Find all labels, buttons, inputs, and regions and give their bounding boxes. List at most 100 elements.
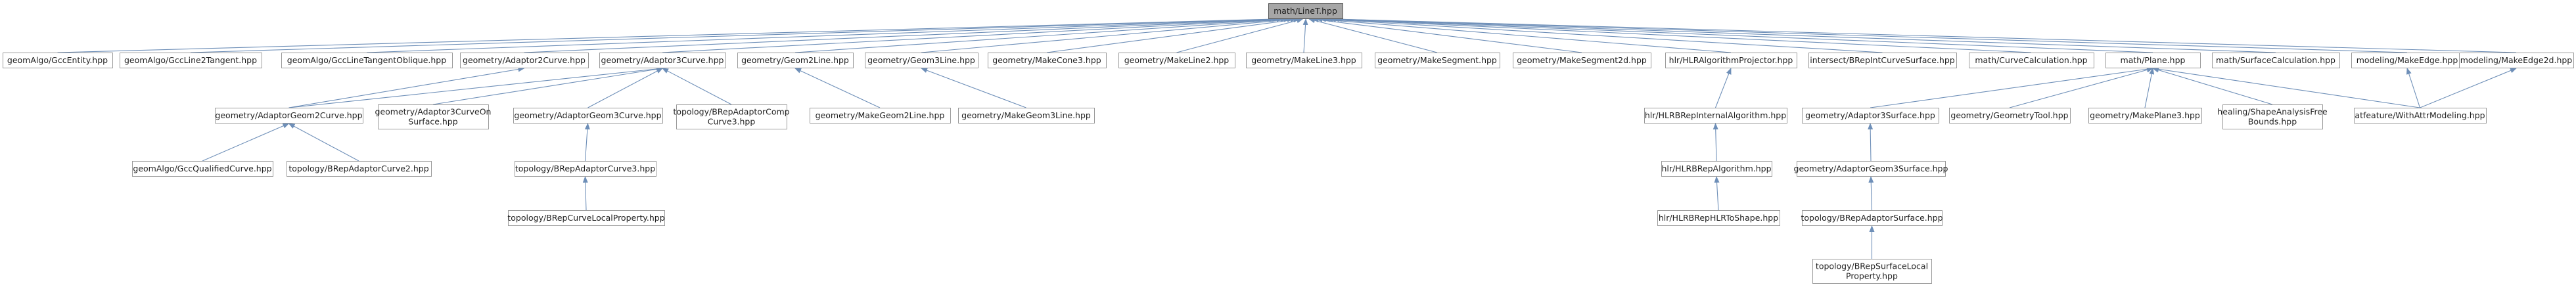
node-adaptor3surface[interactable]: geometry/Adaptor3Surface.hpp bbox=[1802, 108, 1939, 123]
edge-geometrytool-to-plane bbox=[2009, 67, 2153, 108]
node-curvecalculation[interactable]: math/CurveCalculation.hpp bbox=[1969, 53, 2094, 68]
node-brepadaptorsurface[interactable]: topology/BRepAdaptorSurface.hpp bbox=[1801, 210, 1943, 226]
node-label: intersect/BRepIntCurveSurface.hpp bbox=[1810, 55, 1954, 65]
node-makegeom3line[interactable]: geometry/MakeGeom3Line.hpp bbox=[958, 108, 1095, 123]
node-label: Curve3.hpp bbox=[708, 117, 756, 127]
node-adaptorgeom3curve[interactable]: geometry/AdaptorGeom3Curve.hpp bbox=[513, 108, 663, 123]
node-box bbox=[1661, 161, 1772, 177]
edge-makegeom3line-to-geom3line bbox=[921, 68, 1026, 108]
node-label: geometry/Adaptor3CurveOn bbox=[375, 107, 492, 117]
node-box bbox=[120, 53, 262, 68]
edge-adaptor3curve-to-root bbox=[662, 16, 1291, 53]
edge-plane-to-root bbox=[1326, 16, 2153, 53]
edge-adaptorgeom3curve-to-adaptor3curve bbox=[587, 68, 663, 108]
node-brepadaptorcurve2[interactable]: topology/BRepAdaptorCurve2.hpp bbox=[287, 161, 432, 177]
node-adaptor3curve[interactable]: geometry/Adaptor3Curve.hpp bbox=[599, 53, 726, 68]
node-geometrytool[interactable]: geometry/GeometryTool.hpp bbox=[1949, 108, 2071, 123]
node-label: geometry/MakeCone3.hpp bbox=[992, 55, 1101, 65]
edge-brepadaptorcurve3-to-adaptorgeom3curve bbox=[584, 123, 590, 162]
edge-makeedge2d-to-root bbox=[1335, 16, 2517, 53]
edge-adaptor3surface-to-plane bbox=[1870, 66, 2153, 108]
edge-curvecalculation-to-root bbox=[1323, 16, 2032, 53]
edge-breplintcurvesurface-to-root bbox=[1319, 16, 1883, 53]
edge-makeplane3-to-plane bbox=[2144, 68, 2155, 108]
node-label: geometry/MakeSegment2d.hpp bbox=[1517, 55, 1647, 65]
node-label: modeling/MakeEdge2d.hpp bbox=[2460, 55, 2573, 65]
node-box bbox=[1513, 53, 1651, 68]
node-label: geometry/AdaptorGeom3Curve.hpp bbox=[514, 110, 661, 120]
edge-makeedge-to-root bbox=[1332, 16, 2408, 53]
edge-brepadaptorcompcurve3-to-adaptor3curve bbox=[662, 68, 732, 105]
node-surfacecalculation[interactable]: math/SurfaceCalculation.hpp bbox=[2212, 53, 2340, 68]
edge-geom2line-to-root bbox=[794, 16, 1294, 53]
node-makecone3[interactable]: geometry/MakeCone3.hpp bbox=[988, 53, 1107, 68]
node-box bbox=[1949, 108, 2071, 123]
edge-makeline3-to-root bbox=[1302, 18, 1308, 53]
node-makeedge2d[interactable]: modeling/MakeEdge2d.hpp bbox=[2459, 53, 2574, 68]
node-hlralgorithmprojector[interactable]: hlr/HLRAlgorithmProjector.hpp bbox=[1665, 53, 1797, 68]
node-box bbox=[1812, 259, 1932, 284]
node-label: math/CurveCalculation.hpp bbox=[1975, 55, 2087, 65]
node-label: geometry/MakeLine2.hpp bbox=[1124, 55, 1230, 65]
node-box bbox=[215, 108, 363, 123]
node-gccentity[interactable]: geomAlgo/GccEntity.hpp bbox=[3, 53, 113, 68]
node-label: modeling/MakeEdge.hpp bbox=[2357, 55, 2458, 65]
edge-makesegment2d-to-root bbox=[1312, 17, 1582, 53]
edge-gccqualifiedcurve-to-adaptorgeom2curve bbox=[202, 123, 290, 162]
node-adaptorgeom2curve[interactable]: geometry/AdaptorGeom2Curve.hpp bbox=[215, 108, 363, 123]
node-makeedge[interactable]: modeling/MakeEdge.hpp bbox=[2351, 53, 2464, 68]
node-geom2line[interactable]: geometry/Geom2Line.hpp bbox=[737, 53, 854, 68]
node-label: math/LineT.hpp bbox=[1274, 6, 1337, 16]
node-box bbox=[810, 108, 951, 123]
node-withattrmodeling[interactable]: atfeature/WithAttrModeling.hpp bbox=[2354, 108, 2487, 123]
node-makeplane3[interactable]: geometry/MakePlane3.hpp bbox=[2088, 108, 2202, 123]
edge-gccline2tangent-to-root bbox=[190, 16, 1279, 53]
node-gccline2tangent[interactable]: geomAlgo/GccLine2Tangent.hpp bbox=[120, 53, 262, 68]
edge-surfacecalculation-to-root bbox=[1329, 16, 2276, 53]
node-gcclinetangentoblique[interactable]: geomAlgo/GccLineTangentOblique.hpp bbox=[281, 53, 453, 68]
node-plane[interactable]: math/Plane.hpp bbox=[2105, 53, 2201, 68]
edge-adaptorgeom3surface-to-adaptor3surface bbox=[1868, 123, 1874, 162]
node-box bbox=[1118, 53, 1235, 68]
node-hlrbrepinternalalgorithm[interactable]: hlr/HLRBRepInternalAlgorithm.hpp bbox=[1644, 108, 1787, 123]
node-brepcurvelocalproperty[interactable]: topology/BRepCurveLocalProperty.hpp bbox=[507, 210, 665, 226]
node-makegeom2line[interactable]: geometry/MakeGeom2Line.hpp bbox=[810, 108, 951, 123]
edge-hlrbrepinternalalgorithm-to-hlralgorithmprojector bbox=[1714, 68, 1732, 108]
node-makesegment[interactable]: geometry/MakeSegment.hpp bbox=[1375, 53, 1500, 68]
node-label: geometry/AdaptorGeom2Curve.hpp bbox=[215, 110, 362, 120]
node-root[interactable]: math/LineT.hpp bbox=[1268, 3, 1343, 19]
node-label: geometry/Geom2Line.hpp bbox=[741, 55, 849, 65]
node-box bbox=[737, 53, 854, 68]
node-adaptor2curve[interactable]: geometry/Adaptor2Curve.hpp bbox=[460, 53, 589, 68]
node-box bbox=[2105, 53, 2201, 68]
node-label: topology/BRepSurfaceLocal bbox=[1816, 261, 1928, 271]
edge-shapeanalysisfreebounds-to-plane bbox=[2152, 67, 2273, 105]
node-label: geometry/GeometryTool.hpp bbox=[1950, 110, 2068, 120]
node-hlrbrepalgorithm[interactable]: hlr/HLRBRepAlgorithm.hpp bbox=[1661, 161, 1772, 177]
node-box bbox=[513, 108, 663, 123]
edge-adaptor3curveonsurface-to-adaptor3curve bbox=[432, 66, 663, 105]
node-box bbox=[865, 53, 978, 68]
edge-adaptorgeom2curve-to-adaptor2curve bbox=[288, 66, 525, 108]
node-brepadaptorcurve3[interactable]: topology/BRepAdaptorCurve3.hpp bbox=[515, 161, 656, 177]
node-breplintcurvesurface[interactable]: intersect/BRepIntCurveSurface.hpp bbox=[1808, 53, 1957, 68]
node-label: geomAlgo/GccLineTangentOblique.hpp bbox=[287, 55, 446, 65]
node-box bbox=[1644, 108, 1787, 123]
node-makeline2[interactable]: geometry/MakeLine2.hpp bbox=[1118, 53, 1235, 68]
node-makesegment2d[interactable]: geometry/MakeSegment2d.hpp bbox=[1513, 53, 1651, 68]
node-label: hlr/HLRBRepAlgorithm.hpp bbox=[1661, 164, 1771, 173]
node-label: Bounds.hpp bbox=[2248, 117, 2297, 127]
node-adaptorgeom3surface[interactable]: geometry/AdaptorGeom3Surface.hpp bbox=[1794, 161, 1948, 177]
node-makeline3[interactable]: geometry/MakeLine3.hpp bbox=[1246, 53, 1362, 68]
node-gccqualifiedcurve[interactable]: geomAlgo/GccQualifiedCurve.hpp bbox=[132, 161, 273, 177]
node-hlrbrephlrtoshape[interactable]: hlr/HLRBRepHLRToShape.hpp bbox=[1657, 210, 1780, 226]
node-box bbox=[2459, 53, 2574, 68]
node-geom3line[interactable]: geometry/Geom3Line.hpp bbox=[865, 53, 978, 68]
edge-makecone3-to-root bbox=[1046, 17, 1300, 53]
node-label: topology/BRepAdaptorSurface.hpp bbox=[1801, 213, 1943, 223]
node-label: geometry/MakeLine3.hpp bbox=[1251, 55, 1356, 65]
